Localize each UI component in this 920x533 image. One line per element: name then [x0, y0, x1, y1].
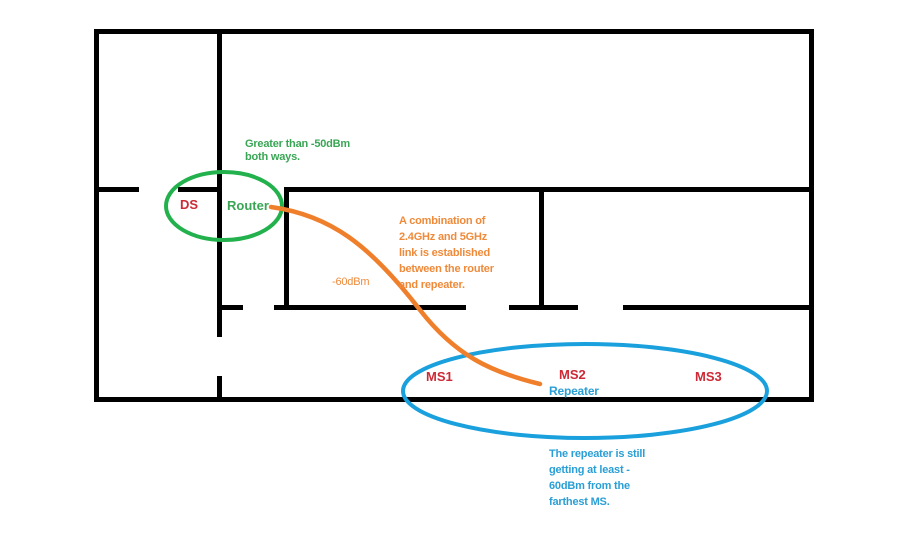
- ms3-label: MS3: [695, 369, 722, 384]
- repeater-signal-note: The repeater is still getting at least -…: [549, 448, 646, 508]
- router-label: Router: [227, 198, 269, 213]
- router-repeater-link: [268, 204, 543, 387]
- repeater-range-ellipse: [401, 342, 769, 440]
- ms1-label: MS1: [426, 369, 453, 384]
- router-range-ellipse: [164, 170, 284, 242]
- repeater-label: Repeater: [549, 384, 599, 398]
- ds-label: DS: [180, 197, 199, 212]
- router-signal-note: Greater than -50dBm both ways.: [245, 138, 351, 164]
- ms2-label: MS2: [559, 367, 586, 382]
- link-description-note: A combination of 2.4GHz and 5GHz link is…: [399, 215, 494, 291]
- link-strength-label: -60dBm: [332, 276, 370, 288]
- walls: [94, 29, 814, 402]
- outer-wall: [94, 29, 814, 402]
